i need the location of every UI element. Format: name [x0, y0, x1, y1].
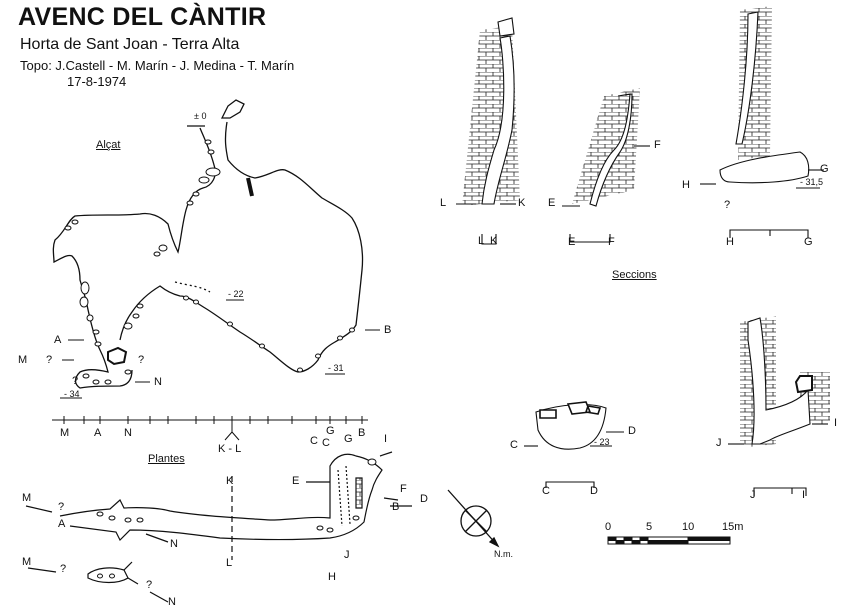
sec-lk-right: K: [518, 197, 526, 209]
plan-m2: M: [22, 556, 32, 568]
scale-5: 5: [646, 521, 653, 533]
axis-g: G: [326, 425, 335, 437]
sec-hg-axis-right: G: [804, 236, 813, 248]
label-b: B: [384, 324, 392, 336]
plan-q1: ?: [58, 501, 65, 513]
axis-b: B: [358, 427, 366, 439]
sec-lk-axis-right: K: [490, 235, 498, 247]
sec-cd-depth: - 23: [594, 437, 610, 447]
section-axis: [52, 416, 368, 441]
sec-ef-axis-right: F: [608, 236, 615, 248]
plan-m1: M: [22, 492, 32, 504]
plan-a: A: [58, 518, 66, 530]
scale-bar: [607, 536, 731, 545]
sections: [456, 6, 830, 496]
plan-q3: ?: [146, 579, 153, 591]
plan-g: G: [344, 433, 353, 445]
plan-k: K: [226, 475, 234, 487]
label-a: A: [54, 334, 62, 346]
sec-hg-question: ?: [724, 199, 731, 211]
axis-m: M: [60, 427, 70, 439]
axis-a: A: [94, 427, 102, 439]
sec-ji-axis-right: I: [802, 489, 806, 501]
sec-ef-left: E: [548, 197, 556, 209]
label-n: N: [154, 376, 162, 388]
map-title: AVENC DEL CÀNTIR: [18, 3, 267, 31]
sec-cd-left: C: [510, 439, 518, 451]
scale-10: 10: [682, 521, 695, 533]
scale-0: 0: [605, 521, 612, 533]
plan-c: C: [322, 437, 330, 449]
sec-ef-axis-left: E: [568, 236, 576, 248]
depth-right: - 31: [328, 363, 344, 373]
question-3: ?: [72, 375, 79, 387]
plan-l: L: [226, 557, 233, 569]
elevation-heading: Alçat: [96, 139, 121, 151]
sec-ji-left: J: [716, 437, 722, 449]
north-label: N.m.: [494, 549, 513, 559]
plan-i: I: [384, 433, 388, 445]
depth-left: - 34: [64, 389, 80, 399]
north-arrow: [447, 489, 500, 548]
elevation-profile: [52, 99, 364, 389]
scale-15m: 15m: [722, 521, 744, 533]
sec-ef-right: F: [654, 139, 661, 151]
sec-lk-left: L: [440, 197, 447, 209]
plan-b: B: [392, 501, 400, 513]
sec-cd-axis-right: D: [590, 485, 598, 497]
label-m: M: [18, 354, 28, 366]
axis-n: N: [124, 427, 132, 439]
plan-n2: N: [168, 596, 176, 608]
plan-q2: ?: [60, 563, 67, 575]
plan-f: F: [400, 483, 407, 495]
plan-d: D: [420, 493, 428, 505]
elevation-rubble: [64, 139, 355, 385]
sec-ji-right: I: [834, 417, 838, 429]
sec-ji-axis-left: J: [750, 489, 756, 501]
surveyors: Topo: J.Castell - M. Marín - J. Medina -…: [20, 58, 295, 73]
plan-j: J: [344, 549, 350, 561]
sec-cd-right: D: [628, 425, 636, 437]
question-1: ?: [46, 354, 53, 366]
sections-heading: Seccions: [612, 269, 657, 281]
sec-hg-axis-left: H: [726, 236, 734, 248]
plan-rubble: [96, 458, 377, 579]
axis-kl: K - L: [218, 443, 242, 455]
elevation-leader-lines: [60, 299, 380, 399]
sec-hg-depth: - 31,5: [800, 177, 824, 187]
depth-mid: - 22: [228, 289, 244, 299]
plan-h: H: [328, 571, 336, 583]
plan-e: E: [292, 475, 300, 487]
axis-c: C: [310, 435, 318, 447]
depth-entrance: ± 0: [194, 111, 207, 121]
survey-date: 17-8-1974: [67, 74, 127, 89]
plan-heading: Plantes: [148, 453, 185, 465]
question-2: ?: [138, 354, 145, 366]
sec-hg-right: G: [820, 163, 829, 175]
plan-n1: N: [170, 538, 178, 550]
plan-view: [25, 451, 412, 603]
location: Horta de Sant Joan - Terra Alta: [20, 36, 240, 53]
sec-cd-axis-left: C: [542, 485, 550, 497]
sec-lk-axis-left: L: [478, 235, 485, 247]
sec-hg-left: H: [682, 179, 690, 191]
